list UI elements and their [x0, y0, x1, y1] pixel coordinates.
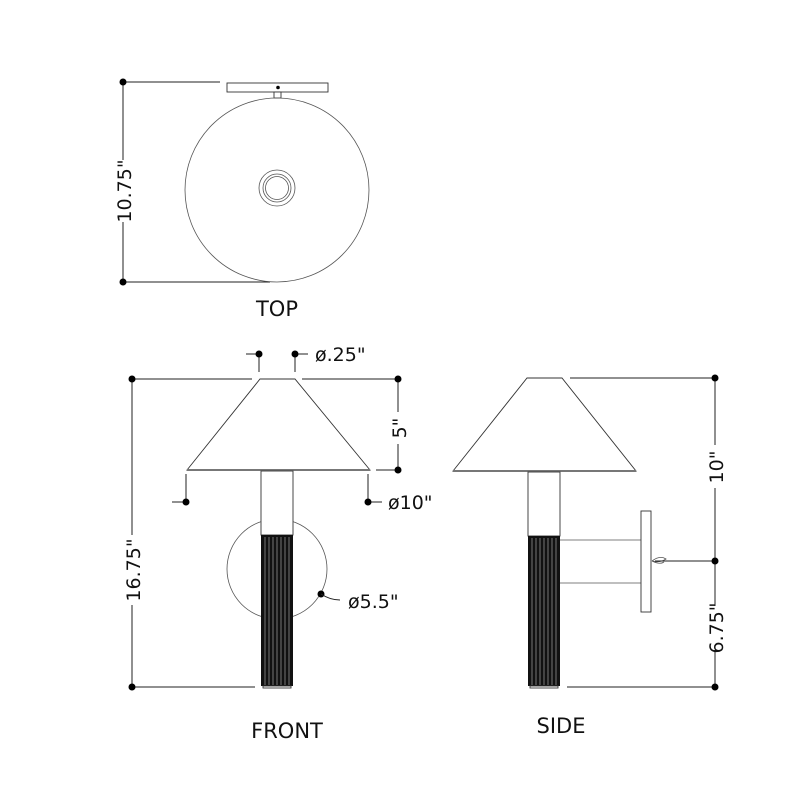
dimension-dot [711, 683, 719, 691]
flute-lines [264, 537, 290, 685]
dimension-dot [711, 557, 719, 565]
lamp-shade [452, 377, 637, 472]
wall-plate [640, 510, 652, 613]
leader-line [320, 593, 341, 601]
dimension-dot [128, 375, 136, 383]
wire-icon [651, 557, 667, 564]
upper-height-label: 10" [706, 451, 728, 484]
stem [527, 471, 561, 537]
shade-top-diameter-label: ø.25" [315, 344, 366, 366]
dimension-dot [182, 498, 190, 506]
side-view: 10" 6.75" SIDE [452, 374, 728, 738]
shade-height-label: 5" [389, 418, 411, 439]
lamp-shade [186, 378, 371, 471]
flute-lines [531, 538, 557, 685]
dimension-dot [119, 78, 127, 86]
height-dimension-label: 16.75" [123, 538, 145, 601]
front-view-title: FRONT [251, 719, 323, 743]
body-foot [262, 685, 292, 689]
side-view-title: SIDE [537, 714, 586, 738]
lower-height-label: 6.75" [706, 602, 728, 653]
front-view: 16.75" 5" ø.25" ø10" ø5.5" FRONT [123, 344, 433, 743]
shade-cap-outer [258, 169, 296, 207]
stem-connector [273, 91, 282, 99]
dimension-dot [711, 374, 719, 382]
dimension-dot [119, 278, 127, 286]
dimension-dot [128, 683, 136, 691]
top-view-title: TOP [255, 297, 298, 321]
body-foot [529, 685, 559, 689]
stem [260, 470, 294, 536]
dimension-dot [394, 375, 402, 383]
depth-dimension-label: 10.75" [114, 159, 136, 222]
dimension-dot [255, 350, 263, 358]
shade-bottom-diameter-label: ø10" [388, 492, 433, 514]
plate-screw [276, 85, 280, 90]
dimension-dot [394, 466, 402, 474]
shade-cap-inner [265, 176, 289, 200]
backplate-diameter-label: ø5.5" [348, 591, 399, 613]
dimension-dot [291, 350, 299, 358]
shade-outline [184, 97, 370, 283]
shade-cap-middle [262, 173, 292, 203]
dimension-dot [364, 498, 372, 506]
top-view: 10.75" TOP [114, 78, 370, 321]
